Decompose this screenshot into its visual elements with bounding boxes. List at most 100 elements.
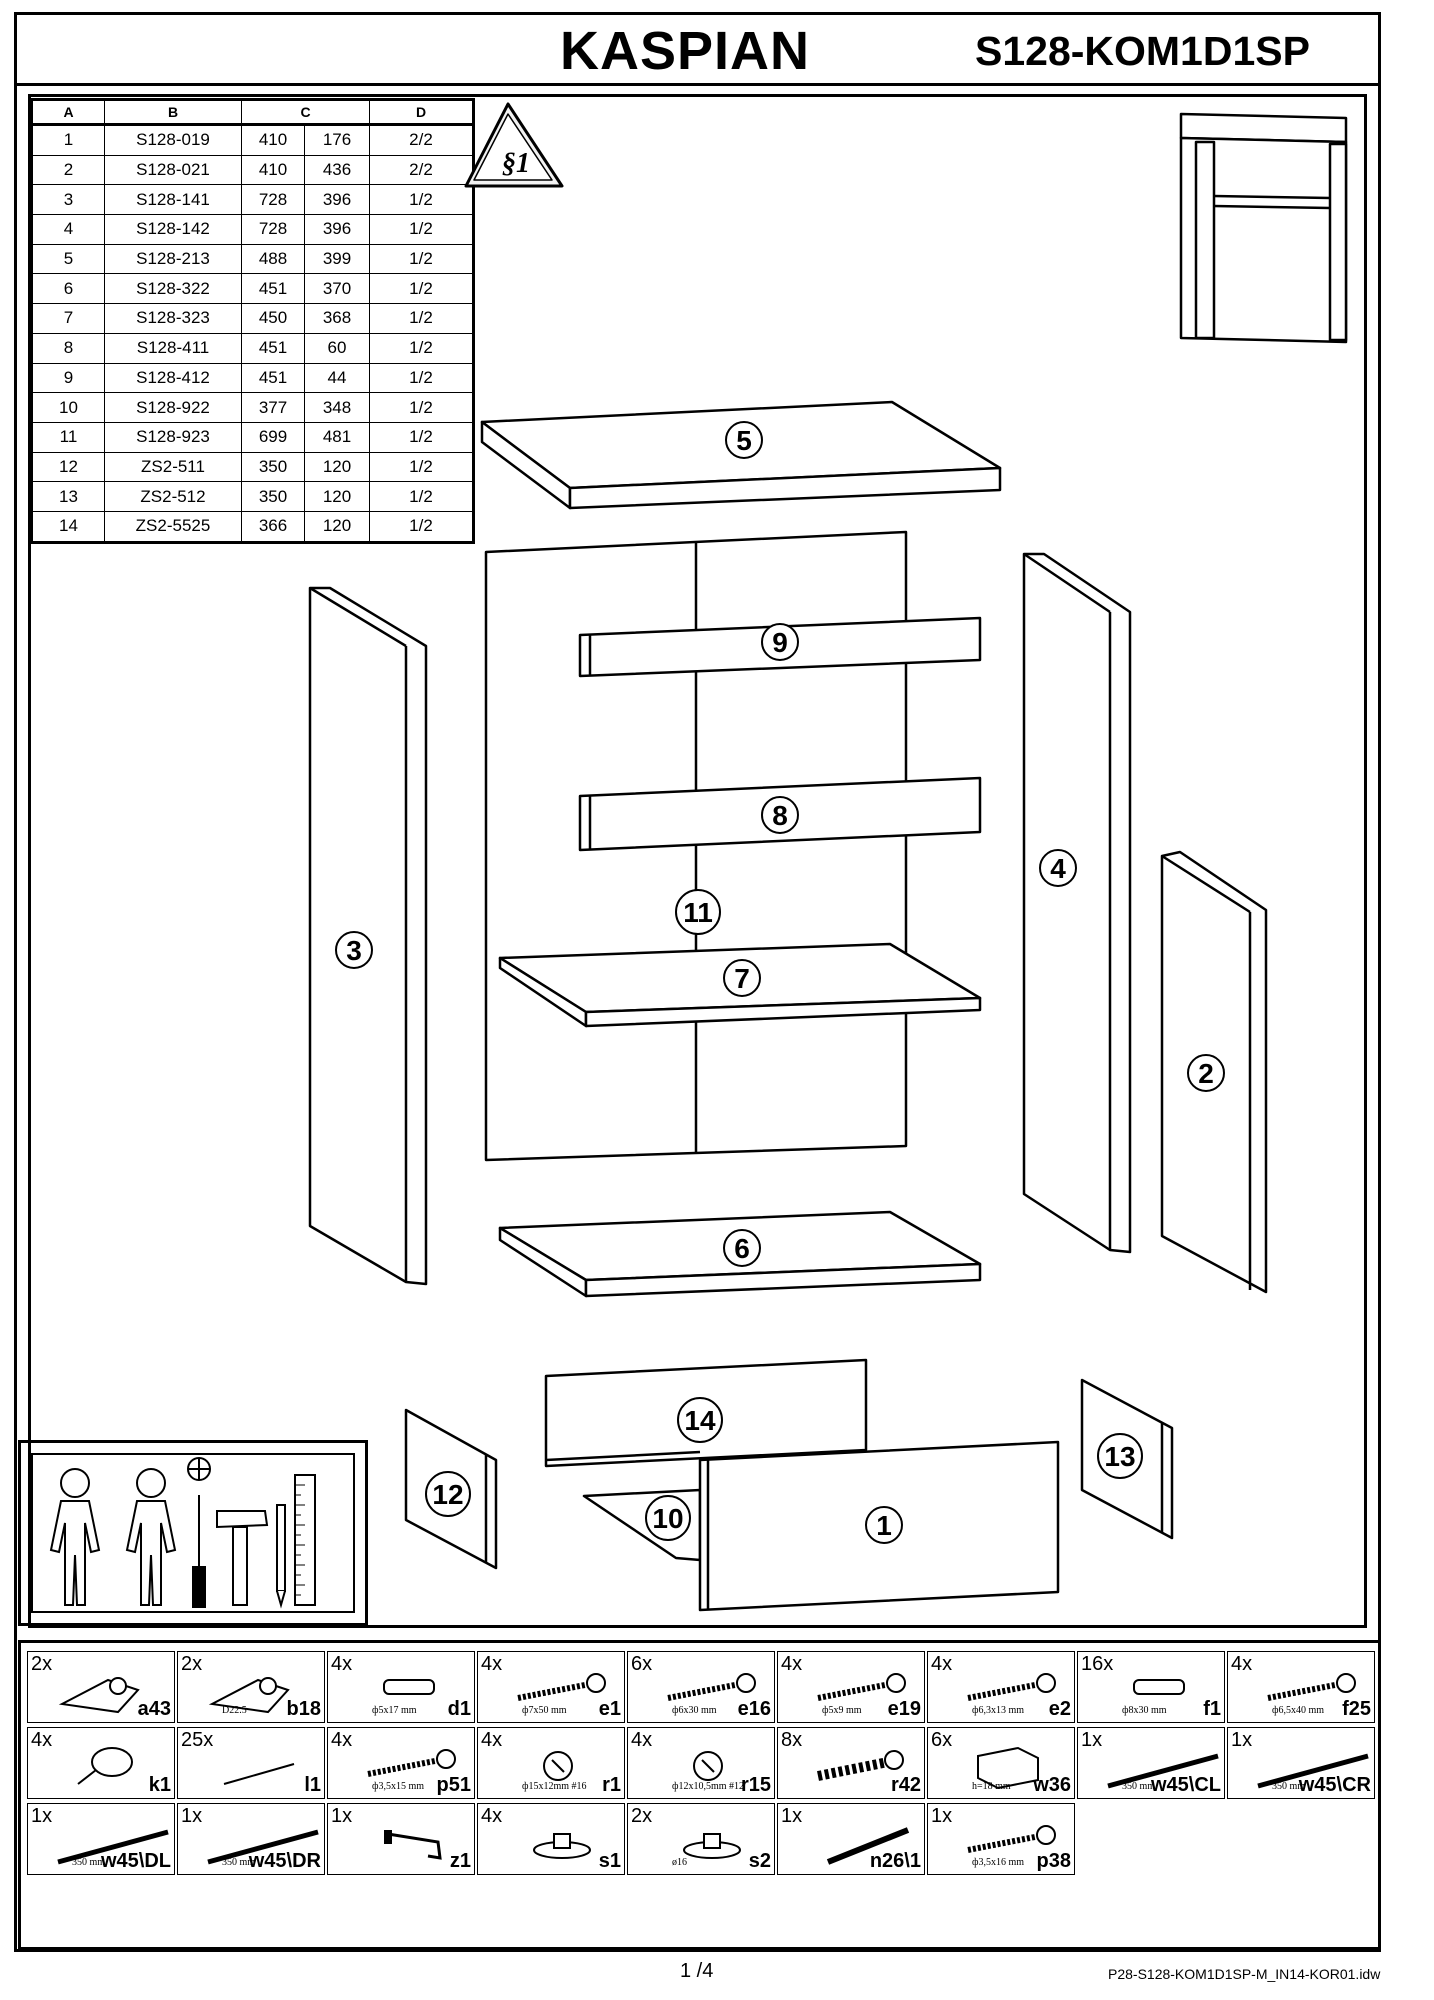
hardware-code: a43 [137, 1698, 171, 1720]
tools-box [18, 1440, 368, 1626]
hardware-icon [384, 1830, 442, 1860]
parts-table-cell: 13 [31, 481, 105, 512]
parts-table-cell: 451 [241, 273, 305, 305]
parts-table-cell: 699 [241, 421, 305, 453]
ruler-icon [294, 1474, 316, 1606]
parts-table-cell: S128-323 [104, 303, 242, 334]
label-13: 13 [1097, 1433, 1143, 1479]
hardware-size: 350 mm [72, 1857, 106, 1868]
hardware-code: w45\DL [100, 1850, 171, 1872]
svg-text:9: 9 [772, 627, 788, 658]
hardware-icon [967, 1673, 1056, 1701]
label-14: 14 [677, 1397, 723, 1443]
hardware-qty: 1x [931, 1805, 953, 1827]
page-number: 1 /4 [680, 1960, 714, 1982]
hardware-qty: 4x [631, 1729, 653, 1751]
hardware-size: 350 mm [1272, 1781, 1306, 1792]
hardware-qty: 4x [481, 1729, 503, 1751]
label-8: 8 [761, 796, 799, 834]
hardware-code: w36 [1033, 1774, 1071, 1796]
hardware-qty: 1x [331, 1805, 353, 1827]
hardware-icon [367, 1749, 456, 1777]
svg-text:14: 14 [684, 1405, 716, 1436]
label-2: 2 [1187, 1054, 1225, 1092]
parts-table-cell: 1/2 [369, 362, 474, 394]
assembly-area [28, 94, 1367, 1628]
hardware-code: e16 [737, 1698, 771, 1720]
parts-table-cell: 12 [31, 451, 105, 483]
hardware-code: f25 [1342, 1698, 1371, 1720]
hardware-icon [533, 1833, 591, 1859]
parts-table-cell: 350 [241, 481, 305, 512]
hardware-qty: 1x [1081, 1729, 1103, 1751]
parts-table-cell: 396 [304, 214, 370, 245]
hardware-qty: 1x [781, 1805, 803, 1827]
label-3: 3 [335, 931, 373, 969]
parts-table-cell: S128-923 [104, 421, 242, 453]
hardware-icon [667, 1673, 756, 1701]
hardware-qty: 4x [331, 1729, 353, 1751]
hardware-icon [1257, 1753, 1369, 1789]
parts-table-cell: 410 [241, 124, 305, 156]
label-6: 6 [723, 1229, 761, 1267]
svg-text:5: 5 [736, 425, 752, 456]
hardware-icon [817, 1673, 906, 1701]
hardware-qty: 4x [931, 1653, 953, 1675]
parts-table-cell: ZS2-511 [104, 451, 242, 483]
parts-table-cell: 2 [31, 154, 105, 186]
hardware-size: ø16 [672, 1857, 687, 1868]
hardware-qty: 4x [481, 1805, 503, 1827]
parts-table-cell: 410 [241, 154, 305, 186]
parts-table-cell: 1/2 [369, 214, 474, 245]
hardware-icon [1133, 1679, 1185, 1695]
hardware-item-z1: 1x z1 [327, 1803, 475, 1875]
parts-table-cell: 7 [31, 303, 105, 334]
hardware-code: l1 [304, 1774, 321, 1796]
hardware-code: e19 [887, 1698, 921, 1720]
hardware-code: r1 [602, 1774, 621, 1796]
product-code: S128-KOM1D1SP [975, 28, 1310, 74]
hardware-code: s2 [748, 1850, 771, 1872]
hardware-icon [977, 1746, 1039, 1790]
hardware-code: z1 [449, 1850, 471, 1872]
parts-table-cell: S128-213 [104, 243, 242, 275]
hardware-icon [57, 1829, 169, 1865]
product-title: KASPIAN [560, 21, 811, 81]
parts-table-cell: 176 [304, 124, 370, 156]
hardware-qty: 4x [31, 1729, 53, 1751]
parts-table-cell: S128-021 [104, 154, 242, 186]
svg-text:10: 10 [652, 1503, 683, 1534]
parts-table-cell: 8 [31, 332, 105, 364]
parts-table-cell: S128-019 [104, 124, 242, 156]
hardware-qty: 2x [181, 1653, 203, 1675]
parts-table-cell: 1/2 [369, 392, 474, 423]
hardware-qty: 6x [631, 1653, 653, 1675]
svg-text:11: 11 [683, 897, 713, 928]
col-c-header: C [241, 99, 370, 126]
hardware-icon [826, 1827, 910, 1865]
hardware-code: f1 [1203, 1698, 1221, 1720]
hardware-code: s1 [598, 1850, 621, 1872]
hardware-qty: 2x [631, 1805, 653, 1827]
hardware-qty: 1x [181, 1805, 203, 1827]
hardware-size: 350 mm [1122, 1781, 1156, 1792]
parts-table-cell: 1/2 [369, 481, 474, 512]
parts-table-cell: 396 [304, 184, 370, 216]
hardware-code: p51 [436, 1774, 471, 1796]
hardware-code: p38 [1036, 1850, 1071, 1872]
parts-table-cell: 1/2 [369, 510, 474, 543]
label-7: 7 [723, 959, 761, 997]
parts-table-cell: S128-412 [104, 362, 242, 394]
hardware-icon [77, 1747, 133, 1785]
